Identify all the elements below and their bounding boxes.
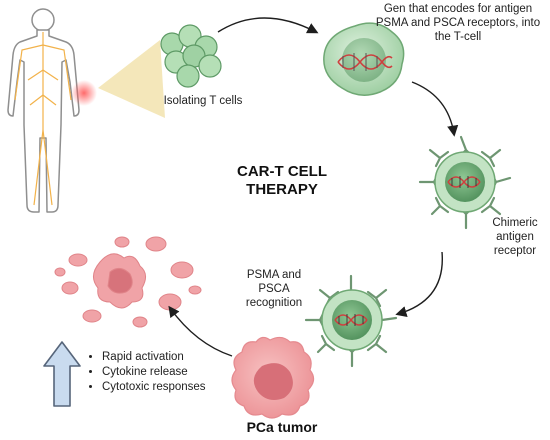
isolating-t-cells-label: Isolating T cells [163, 95, 243, 107]
arrow-isolate-to-engineer [217, 17, 319, 34]
chimeric-receptor-label: Chimeric antigen receptor [492, 217, 538, 257]
t-cell-with-gene [323, 22, 405, 96]
car-t-cell [418, 135, 512, 230]
cycle-arrows [168, 17, 459, 357]
response-list: Rapid activation Cytokine release Cytoto… [88, 350, 206, 395]
response-item: Cytotoxic responses [102, 380, 206, 395]
tumor-label: PCa tumor [246, 419, 318, 435]
recognition-label: PSMA and PSCA recognition [245, 269, 303, 309]
up-arrow-icon [43, 341, 81, 407]
gene-label: Gen that encodes for antigen PSMA and PS… [375, 3, 541, 43]
arrow-car-to-recognition [395, 251, 443, 318]
response-item: Cytokine release [102, 365, 206, 380]
tumor-cell-icon [231, 336, 315, 419]
arrow-engineer-to-car [411, 81, 459, 137]
dna-icon [337, 53, 393, 71]
zoom-cone [98, 40, 165, 118]
car-t-cell-recognition [304, 274, 398, 368]
response-item: Rapid activation [102, 350, 206, 365]
human-body-icon [7, 8, 165, 213]
diagram-title: CAR-T CELL THERAPY [237, 163, 327, 198]
t-cell-cluster-icon [160, 24, 222, 88]
arrow-tumor-to-debris [168, 305, 233, 357]
tumor-site-glow [71, 80, 97, 106]
debris-icon [54, 236, 202, 328]
